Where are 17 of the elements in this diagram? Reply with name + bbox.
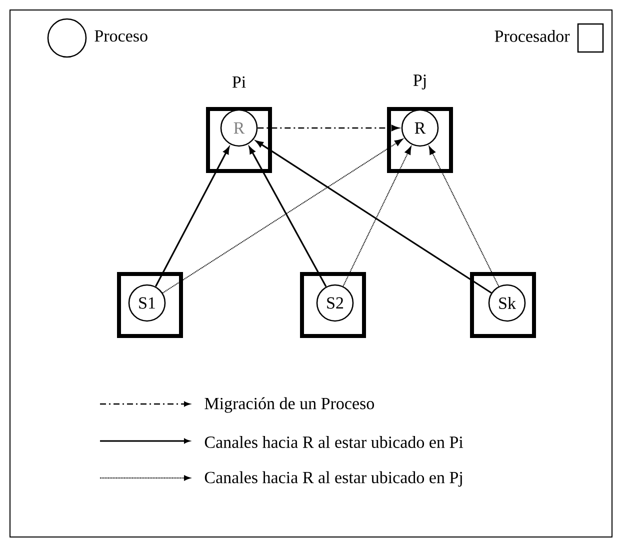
legend-item: Migración de un Proceso bbox=[100, 397, 374, 413]
arrow bbox=[428, 146, 500, 287]
arrow bbox=[248, 146, 327, 288]
node-label: Pj bbox=[413, 74, 426, 90]
processor-box bbox=[300, 272, 366, 338]
arrow bbox=[258, 124, 400, 132]
legend-item: Canales hacia R al estar ubicado en Pj bbox=[100, 471, 462, 487]
legend-item: Proceso bbox=[47, 18, 148, 58]
processor-box bbox=[470, 272, 536, 338]
legend-item: Procesador bbox=[494, 23, 604, 53]
arrow bbox=[162, 138, 403, 294]
arrow bbox=[256, 140, 492, 294]
arrow bbox=[342, 146, 412, 287]
legend-item: Canales hacia R al estar ubicado en Pi bbox=[100, 436, 464, 448]
node-label: Pi bbox=[232, 76, 246, 88]
processor-box bbox=[117, 272, 183, 338]
arrow bbox=[154, 146, 230, 287]
